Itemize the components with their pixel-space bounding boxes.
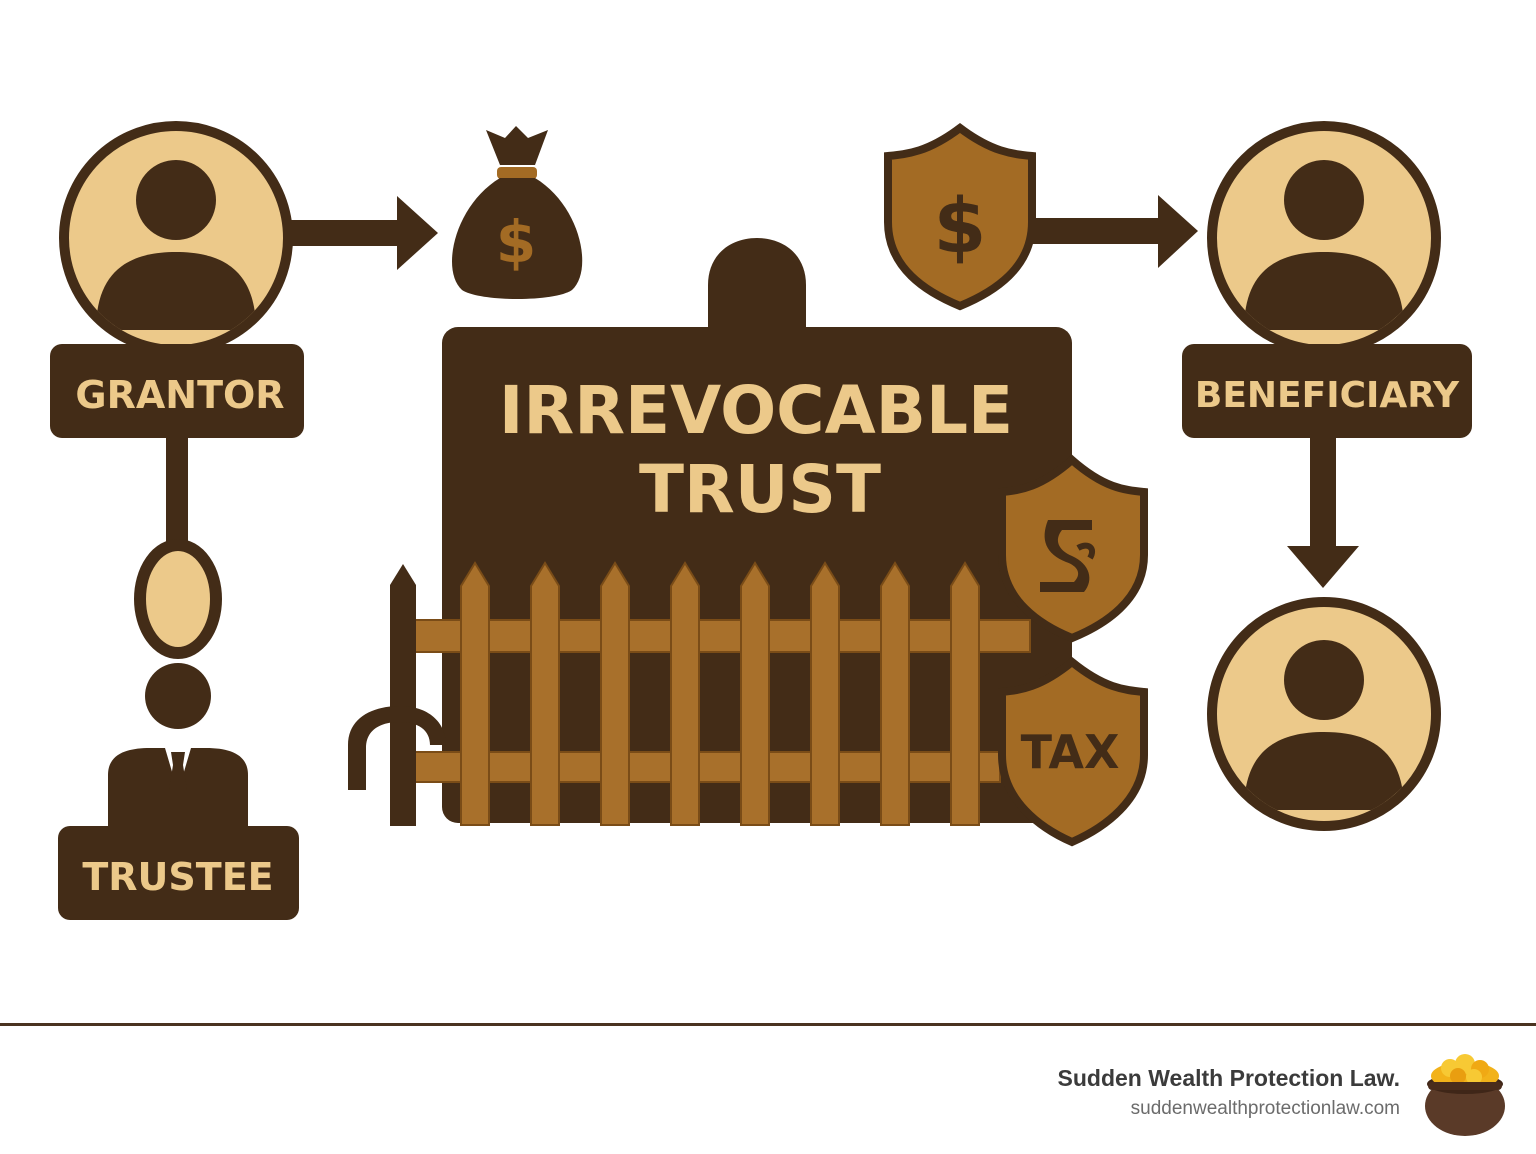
grantor-to-bag-arrow-icon	[286, 196, 438, 270]
shield-dollar-icon: $	[884, 123, 1036, 311]
money-bag-dollar-icon: $	[496, 208, 536, 276]
trustee-icon	[108, 663, 248, 840]
gate-post-icon	[348, 564, 446, 826]
grantor-person-icon	[59, 121, 293, 355]
shield-dollar-symbol: $	[934, 181, 987, 270]
grantor-trustee-connector	[134, 436, 222, 659]
beneficiary-node: BENEFICIARY	[1182, 121, 1472, 438]
footer-brand: Sudden Wealth Protection Law. suddenweal…	[1058, 1062, 1400, 1124]
asset-protection-shield-icon	[998, 454, 1148, 643]
beneficiary-person-icon	[1207, 121, 1441, 355]
trustee-label: TRUSTEE	[82, 855, 273, 899]
grantor-label: GRANTOR	[75, 373, 284, 417]
tax-shield-icon: TAX	[998, 656, 1148, 847]
shield-to-beneficiary-arrow-icon	[1032, 195, 1198, 268]
tax-shield-label: TAX	[1021, 725, 1120, 779]
beneficiary-down-arrow-icon	[1287, 436, 1359, 588]
brand-url[interactable]: suddenwealthprotectionlaw.com	[1130, 1098, 1400, 1119]
brand-name: Sudden Wealth Protection Law.	[1057, 1065, 1400, 1091]
gold-pot-logo-icon	[1425, 1054, 1505, 1136]
beneficiary-label: BENEFICIARY	[1195, 375, 1460, 416]
fence-icon	[401, 561, 1031, 826]
money-bag-icon: $	[451, 126, 583, 299]
trust-title-line1: IRREVOCABLE	[499, 372, 1013, 449]
trust-title-line2: TRUST	[639, 451, 881, 528]
successor-beneficiary-person-icon	[1207, 597, 1441, 831]
trustee-node: TRUSTEE	[58, 826, 299, 920]
grantor-node: GRANTOR	[50, 121, 304, 438]
footer-divider	[0, 1023, 1536, 1026]
